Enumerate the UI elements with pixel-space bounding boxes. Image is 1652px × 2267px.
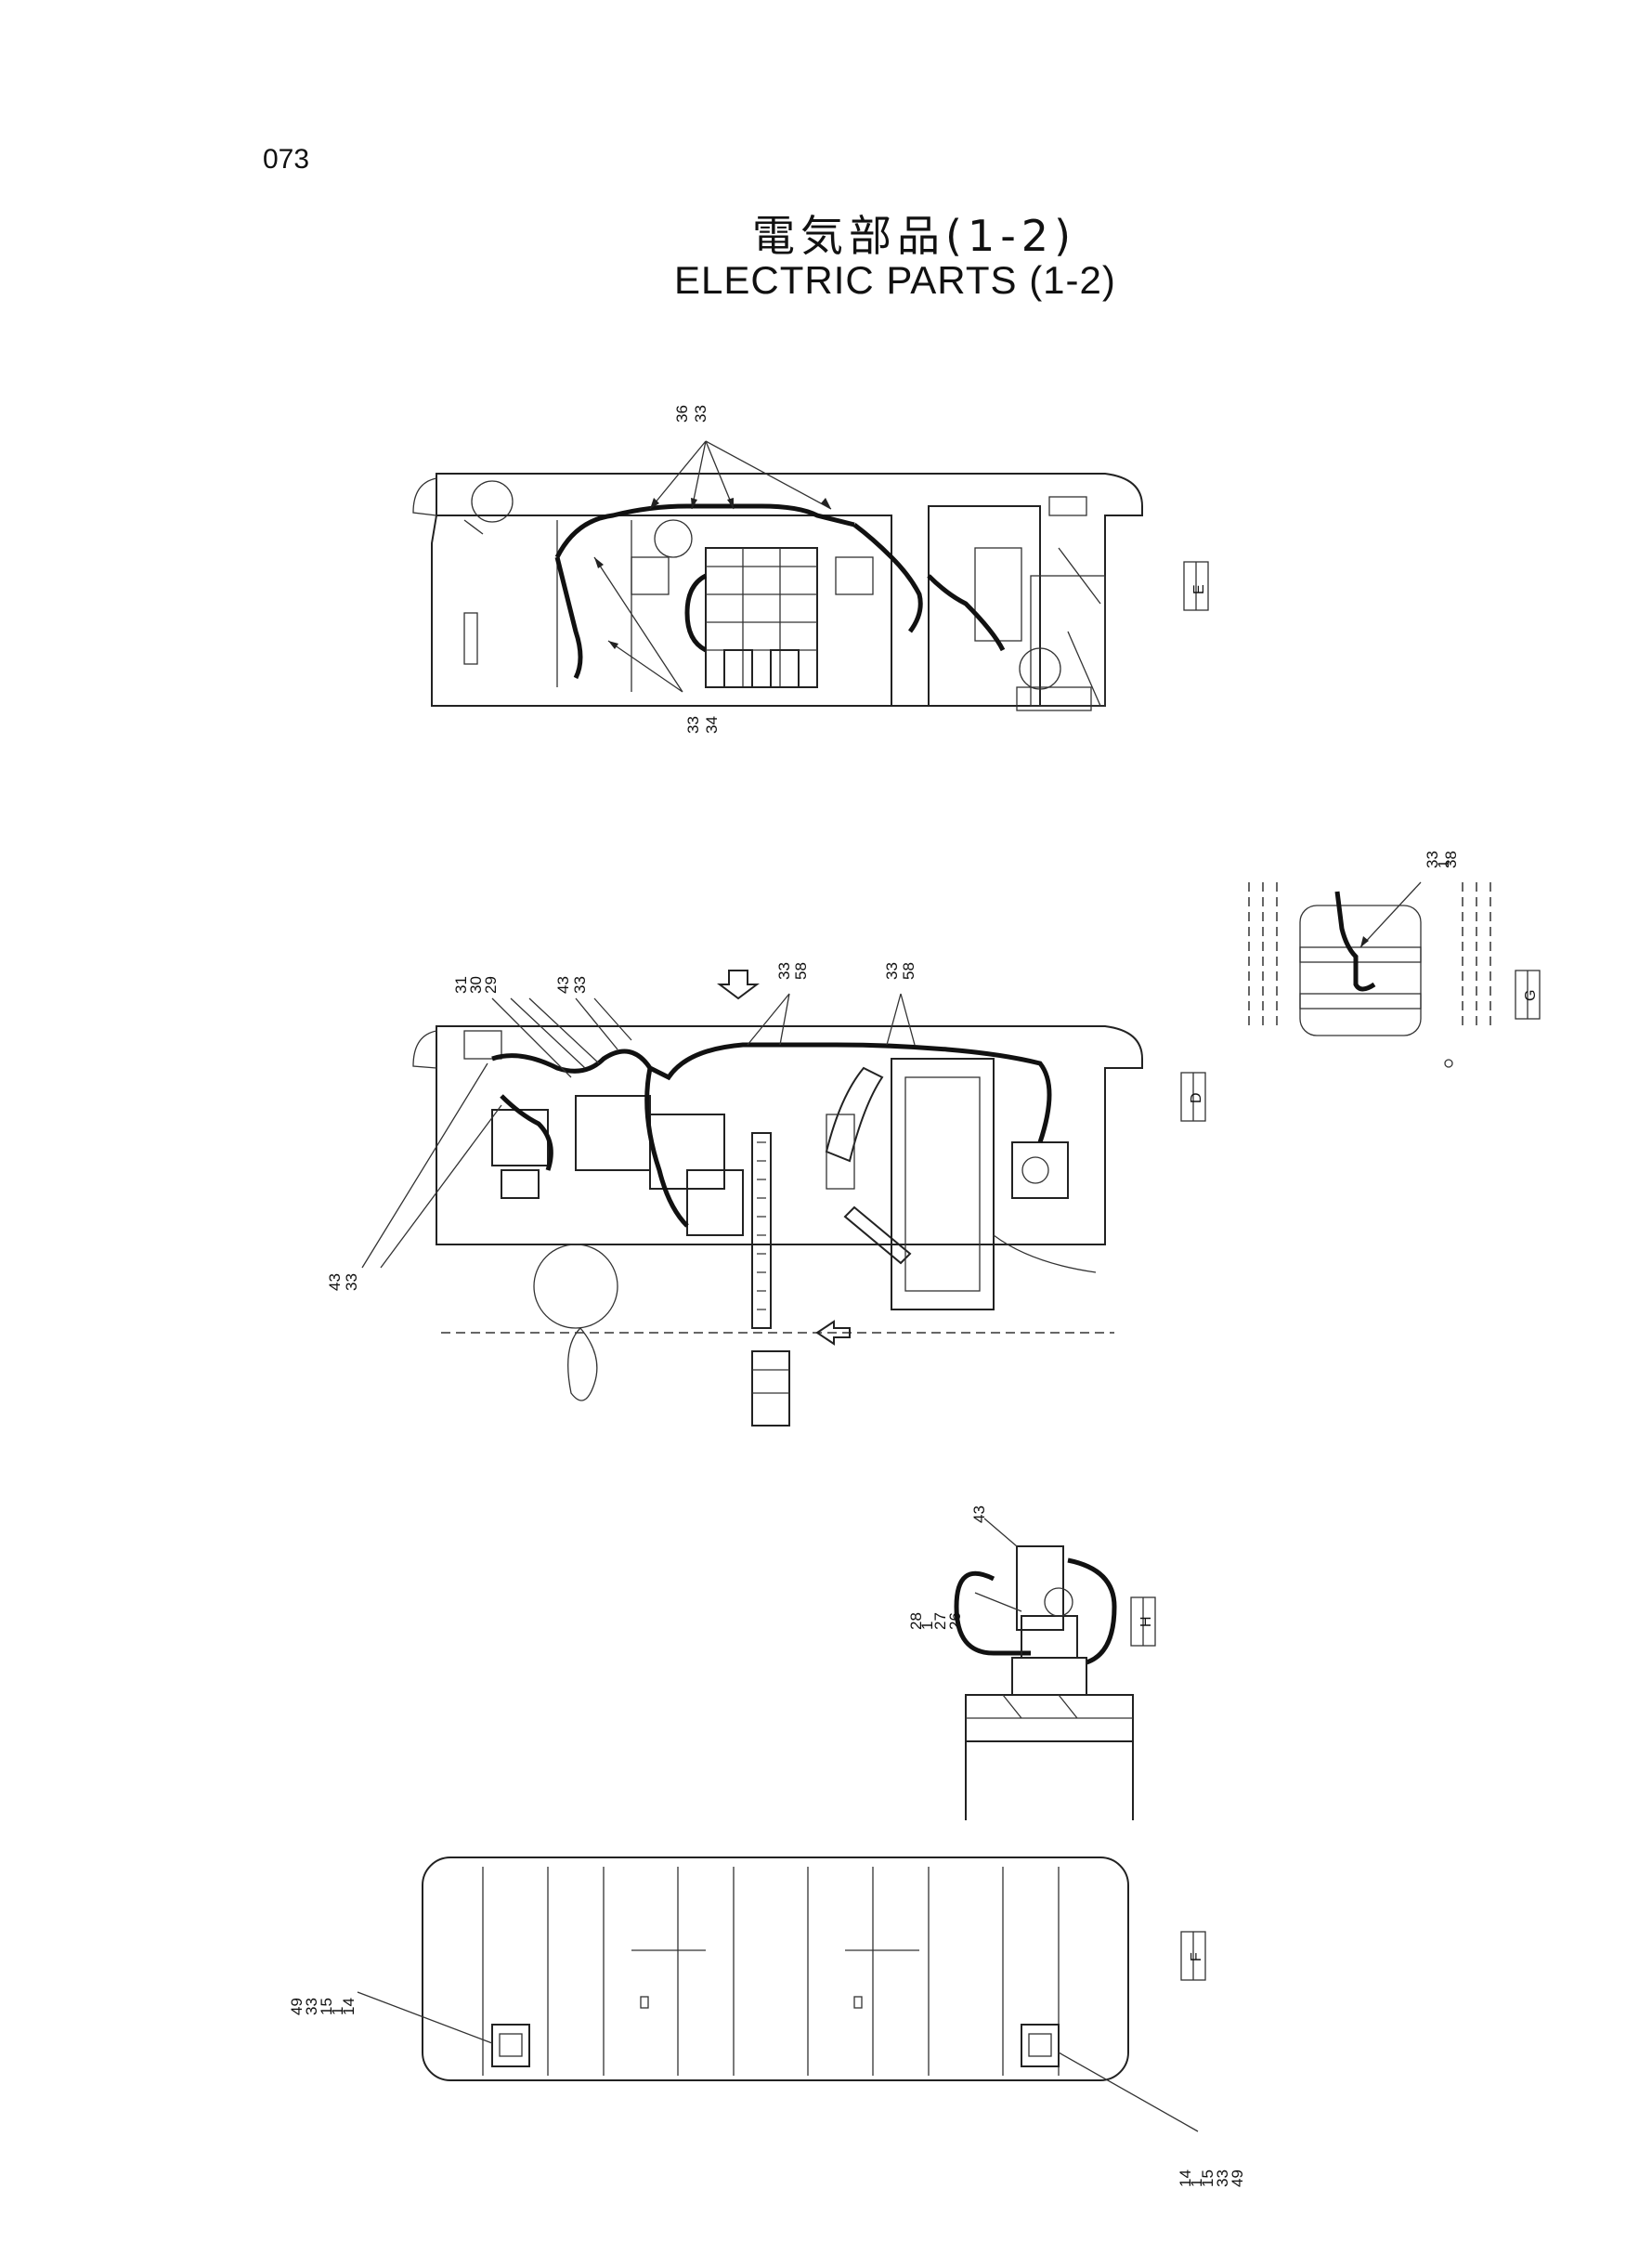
callout-f-49-right: 49 — [1229, 2169, 1246, 2187]
callout-f-33-left: 33 — [303, 1998, 320, 2015]
section-tag-e-letter: E — [1191, 584, 1207, 594]
callout-d-31: 31 — [452, 976, 470, 994]
view-g — [1248, 881, 1491, 1068]
callout-g-1: 1 — [1435, 860, 1452, 868]
callout-f-14-right: 14 — [1177, 2169, 1194, 2187]
callout-f-14-left: 14 — [340, 1998, 358, 2015]
callout-e-33-top: 33 — [692, 405, 709, 423]
callout-d-33-top: 33 — [571, 976, 589, 994]
section-tag-f-letter: F — [1189, 1952, 1204, 1961]
page-title-japanese: 電気部品(1-2) — [752, 211, 1077, 261]
callout-e-33-bottom: 33 — [684, 716, 702, 734]
callout-f-1-left: 1 — [329, 2007, 346, 2015]
callout-e-36: 36 — [673, 405, 691, 423]
callout-h-1: 1 — [918, 1622, 936, 1630]
callout-f-33-right: 33 — [1214, 2169, 1231, 2187]
view-h — [954, 1518, 1134, 1820]
callout-h-27: 27 — [931, 1612, 949, 1630]
view-tag-d-letter: D — [1189, 1092, 1204, 1103]
section-view-f — [357, 1857, 1199, 2132]
callout-h-43: 43 — [970, 1505, 988, 1523]
callout-h-28: 28 — [907, 1612, 925, 1630]
view-d — [361, 970, 1143, 1427]
view-tag-h-letter: H — [1138, 1616, 1154, 1627]
callout-d-33-mid: 33 — [775, 962, 793, 980]
view-tag-g-letter: G — [1523, 990, 1539, 1001]
callout-f-15-right: 15 — [1199, 2169, 1216, 2187]
callout-d-33-right: 33 — [883, 962, 901, 980]
callout-d-58-mid: 58 — [792, 962, 810, 980]
callout-g-33: 33 — [1424, 851, 1441, 868]
callout-g-38: 38 — [1442, 851, 1460, 868]
callout-f-15-left: 15 — [318, 1998, 335, 2015]
callout-d-33-left: 33 — [343, 1273, 360, 1291]
section-view-e — [412, 440, 1143, 711]
callout-f-49-left: 49 — [288, 1998, 306, 2015]
callout-d-43-top: 43 — [554, 976, 572, 994]
callout-e-34: 34 — [703, 716, 721, 734]
callout-h-26: 26 — [946, 1612, 964, 1630]
callout-f-1-right: 1 — [1188, 2179, 1205, 2187]
callout-d-58-right: 58 — [900, 962, 917, 980]
page-title-english: ELECTRIC PARTS (1-2) — [674, 258, 1116, 302]
callout-d-30: 30 — [467, 976, 485, 994]
callout-d-43-left: 43 — [326, 1273, 344, 1291]
page-number: 073 — [263, 144, 310, 175]
callout-d-29: 29 — [482, 976, 500, 994]
